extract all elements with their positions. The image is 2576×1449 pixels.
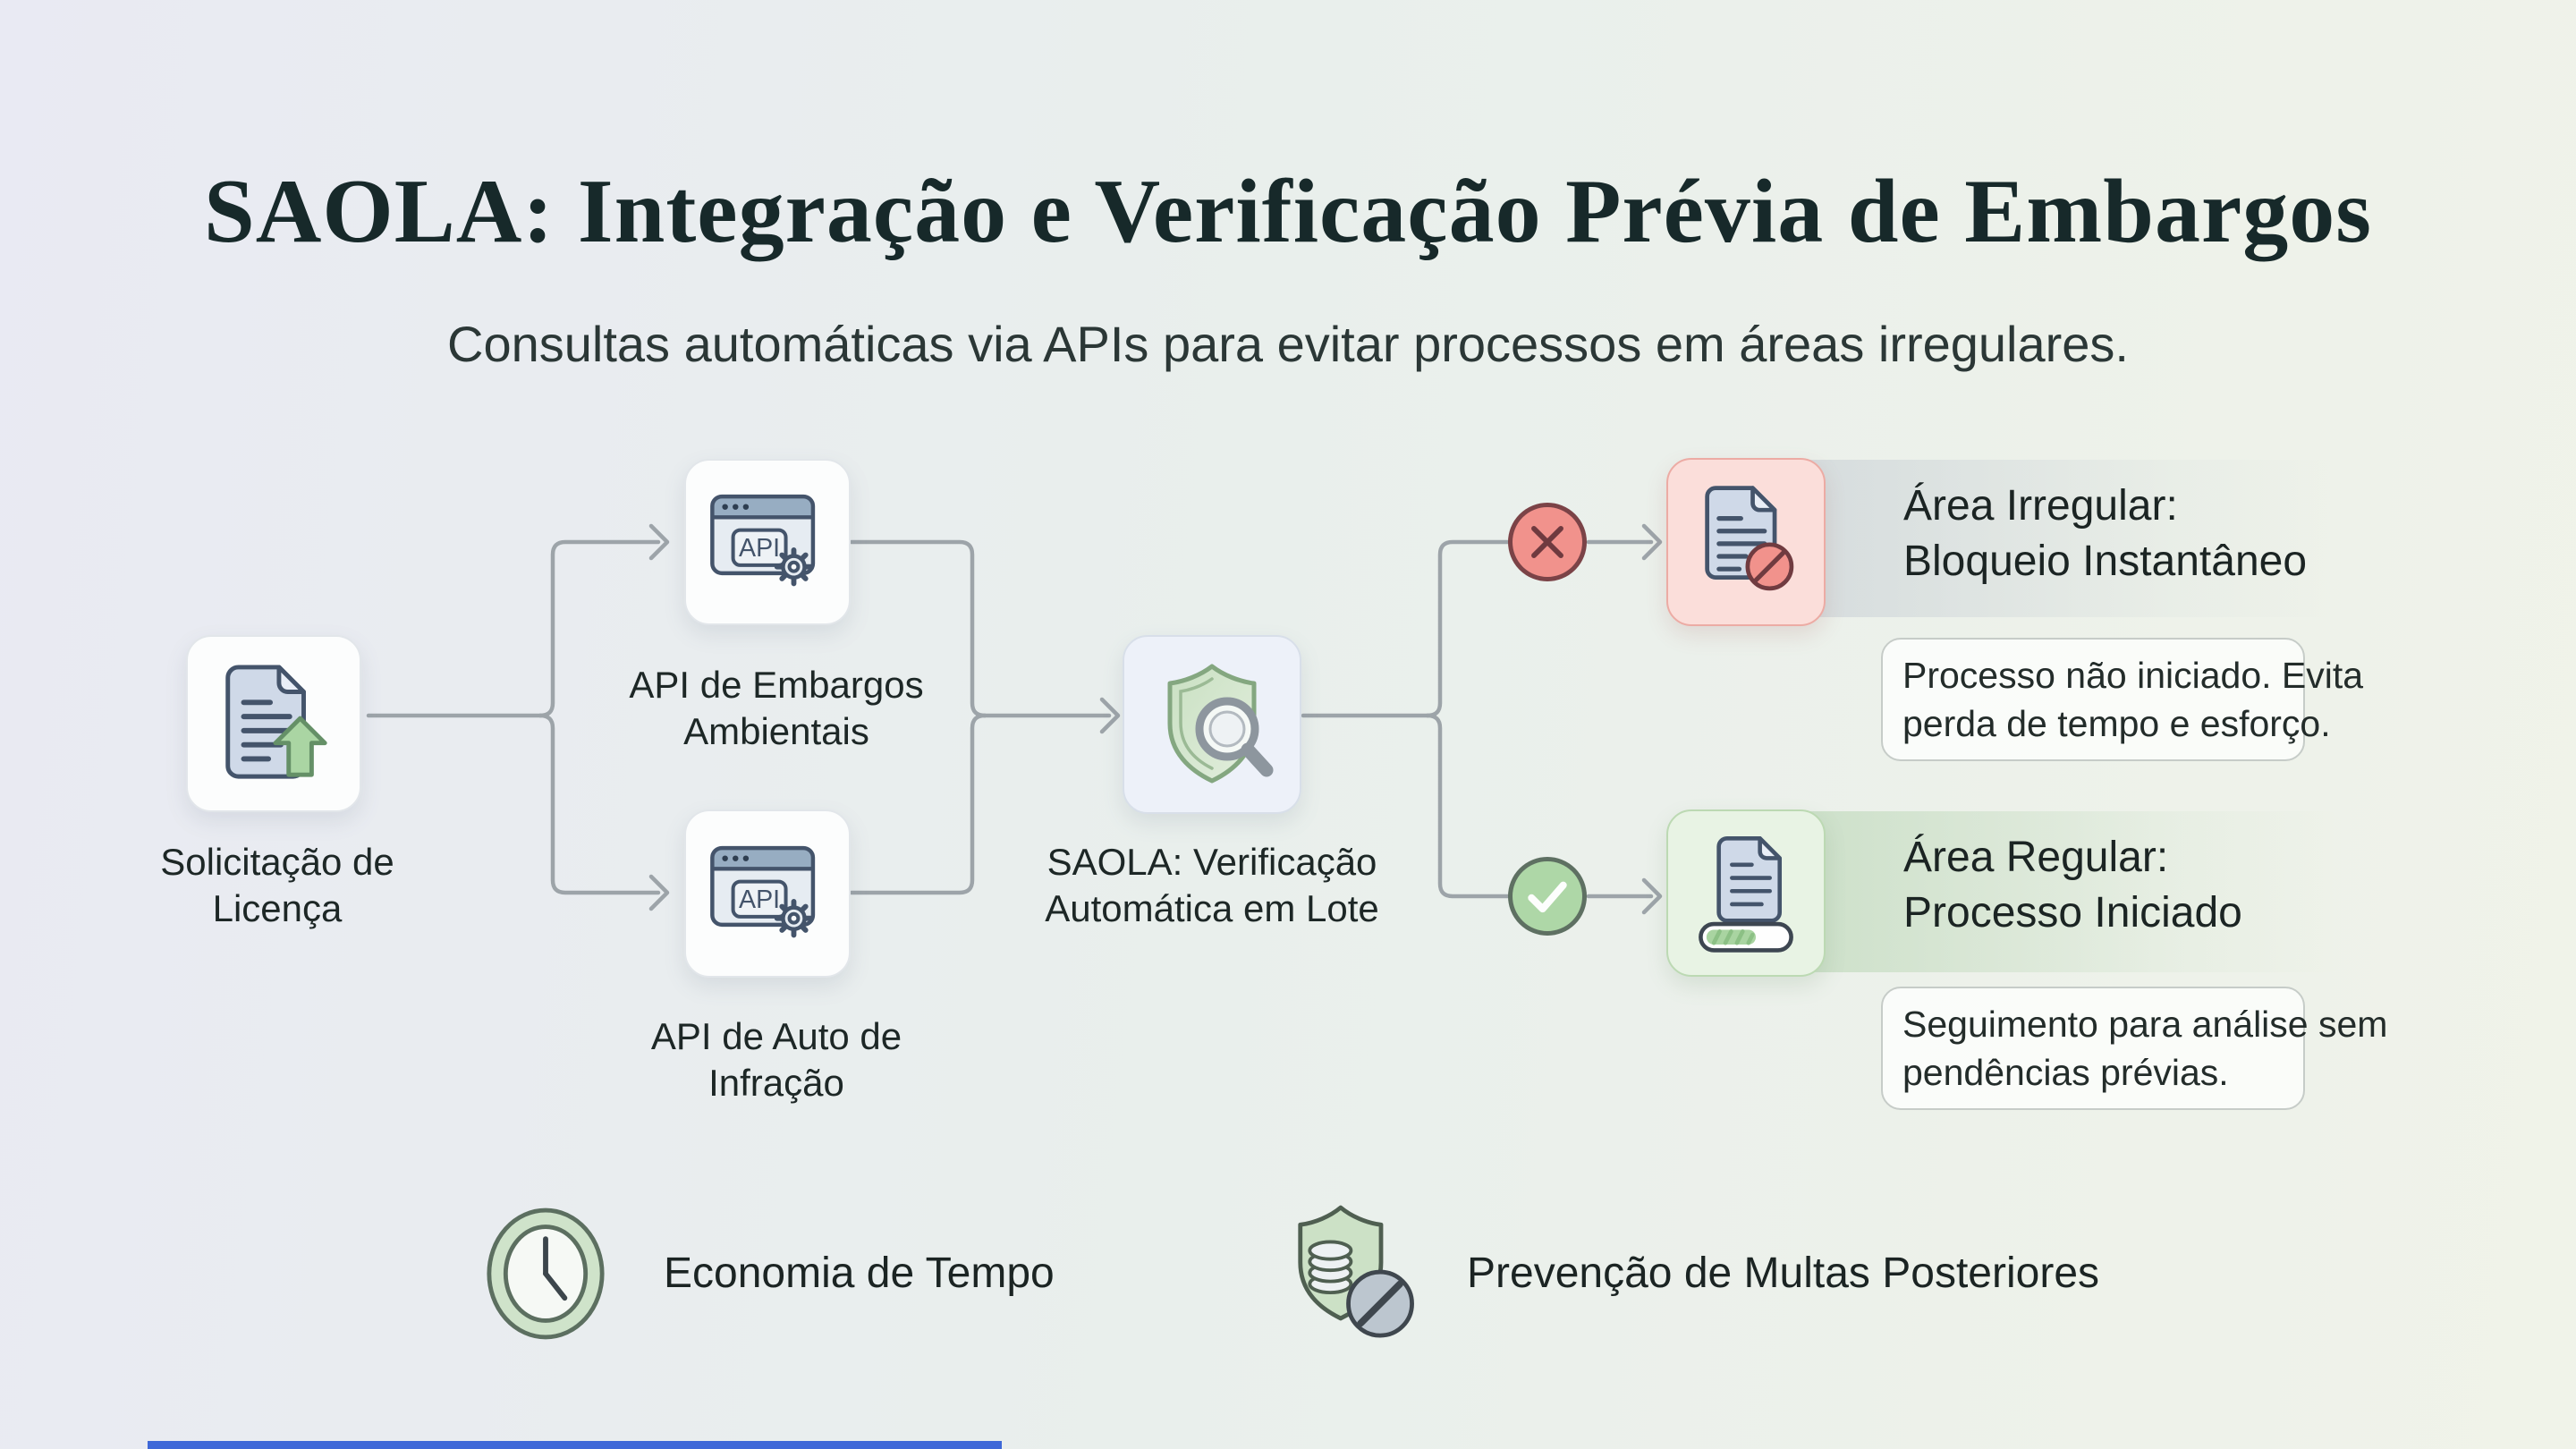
node-saola-processor: [1123, 635, 1301, 814]
api-label-glyph: API: [739, 534, 780, 563]
label-api-infracao: API de Auto de Infração: [650, 1015, 902, 1104]
api-window-icon: API: [710, 845, 816, 938]
node-started-document: [1666, 809, 1826, 977]
connector-branch-no: [1425, 539, 1511, 718]
regular-title-line2: Processo Iniciado: [1903, 889, 2242, 936]
ban-icon: [1346, 1269, 1414, 1338]
gear-icon: [774, 899, 814, 938]
page-title: SAOLA: Integração e Verificação Prévia d…: [204, 161, 2372, 262]
document-blocked-icon: [1705, 486, 1794, 591]
arrowhead-api-2: [648, 874, 670, 911]
api-window-icon: API: [710, 494, 816, 587]
regular-title-panel: [1771, 811, 2343, 972]
arrowhead-started: [1641, 877, 1663, 915]
progress-bar: [1699, 921, 1793, 953]
irregular-note-line1: Processo não iniciado. Evita: [1902, 655, 2364, 696]
regular-note-line1: Seguimento para análise sem: [1902, 1004, 2388, 1045]
arrowhead-blocked: [1641, 523, 1663, 561]
connector-branch-yes: [1425, 713, 1511, 899]
regular-title-line1: Área Regular:: [1903, 834, 2169, 881]
connector-split-down: [538, 713, 661, 895]
label-saola-processor: SAOLA: Verificação Automática em Lote: [1045, 841, 1379, 929]
benefit-time-label: Economia de Tempo: [664, 1250, 1055, 1297]
benefit-fines-label: Prevenção de Multas Posteriores: [1467, 1250, 2100, 1297]
document-progress-icon: [1699, 835, 1793, 953]
irregular-title-panel: [1771, 460, 2343, 617]
check-icon: [1528, 881, 1567, 913]
magnifier-icon: [1195, 697, 1274, 777]
gear-icon: [774, 547, 814, 587]
connector-split-up: [538, 539, 661, 718]
footer-accent-bar: [148, 1441, 1002, 1449]
arrowhead-api-1: [648, 523, 670, 561]
shield-search-icon: [1167, 664, 1274, 784]
irregular-title: Área Irregular: Bloqueio Instantâneo: [1903, 479, 2307, 589]
irregular-title-line1: Área Irregular:: [1903, 482, 2178, 530]
node-api-embargos: API: [684, 459, 851, 625]
regular-note: Seguimento para análise sem pendências p…: [1881, 987, 2388, 1110]
api-label-glyph: API: [739, 886, 780, 914]
regular-note-line2: pendências prévias.: [1902, 1052, 2229, 1093]
document-upload-icon: [225, 665, 327, 779]
reject-circle: [1508, 503, 1587, 581]
coins-icon: [1308, 1240, 1353, 1295]
arrowhead-saola: [1099, 697, 1121, 734]
node-license-request: [186, 635, 361, 812]
page-subtitle: Consultas automáticas via APIs para evit…: [447, 316, 2129, 372]
shield-coins-ban-icon: [1274, 1200, 1424, 1352]
irregular-note-line2: perda de tempo e esforço.: [1902, 703, 2331, 744]
label-license-request: Solicitação de Licença: [160, 841, 394, 929]
label-api-embargos: API de Embargos Ambientais: [629, 664, 924, 752]
irregular-note: Processo não iniciado. Evita perda de te…: [1881, 638, 2364, 761]
ban-icon: [1745, 542, 1794, 591]
clock-icon: [485, 1206, 606, 1346]
approve-circle: [1508, 857, 1587, 936]
upload-arrow-icon: [273, 716, 327, 777]
connector-merge-bottom: [849, 713, 987, 895]
node-api-infracao: API: [684, 809, 851, 978]
cross-icon: [1531, 526, 1563, 558]
regular-title: Área Regular: Processo Iniciado: [1903, 830, 2242, 941]
connector-merge-top: [849, 539, 987, 718]
irregular-title-line2: Bloqueio Instantâneo: [1903, 538, 2308, 585]
node-blocked-document: [1666, 458, 1826, 626]
